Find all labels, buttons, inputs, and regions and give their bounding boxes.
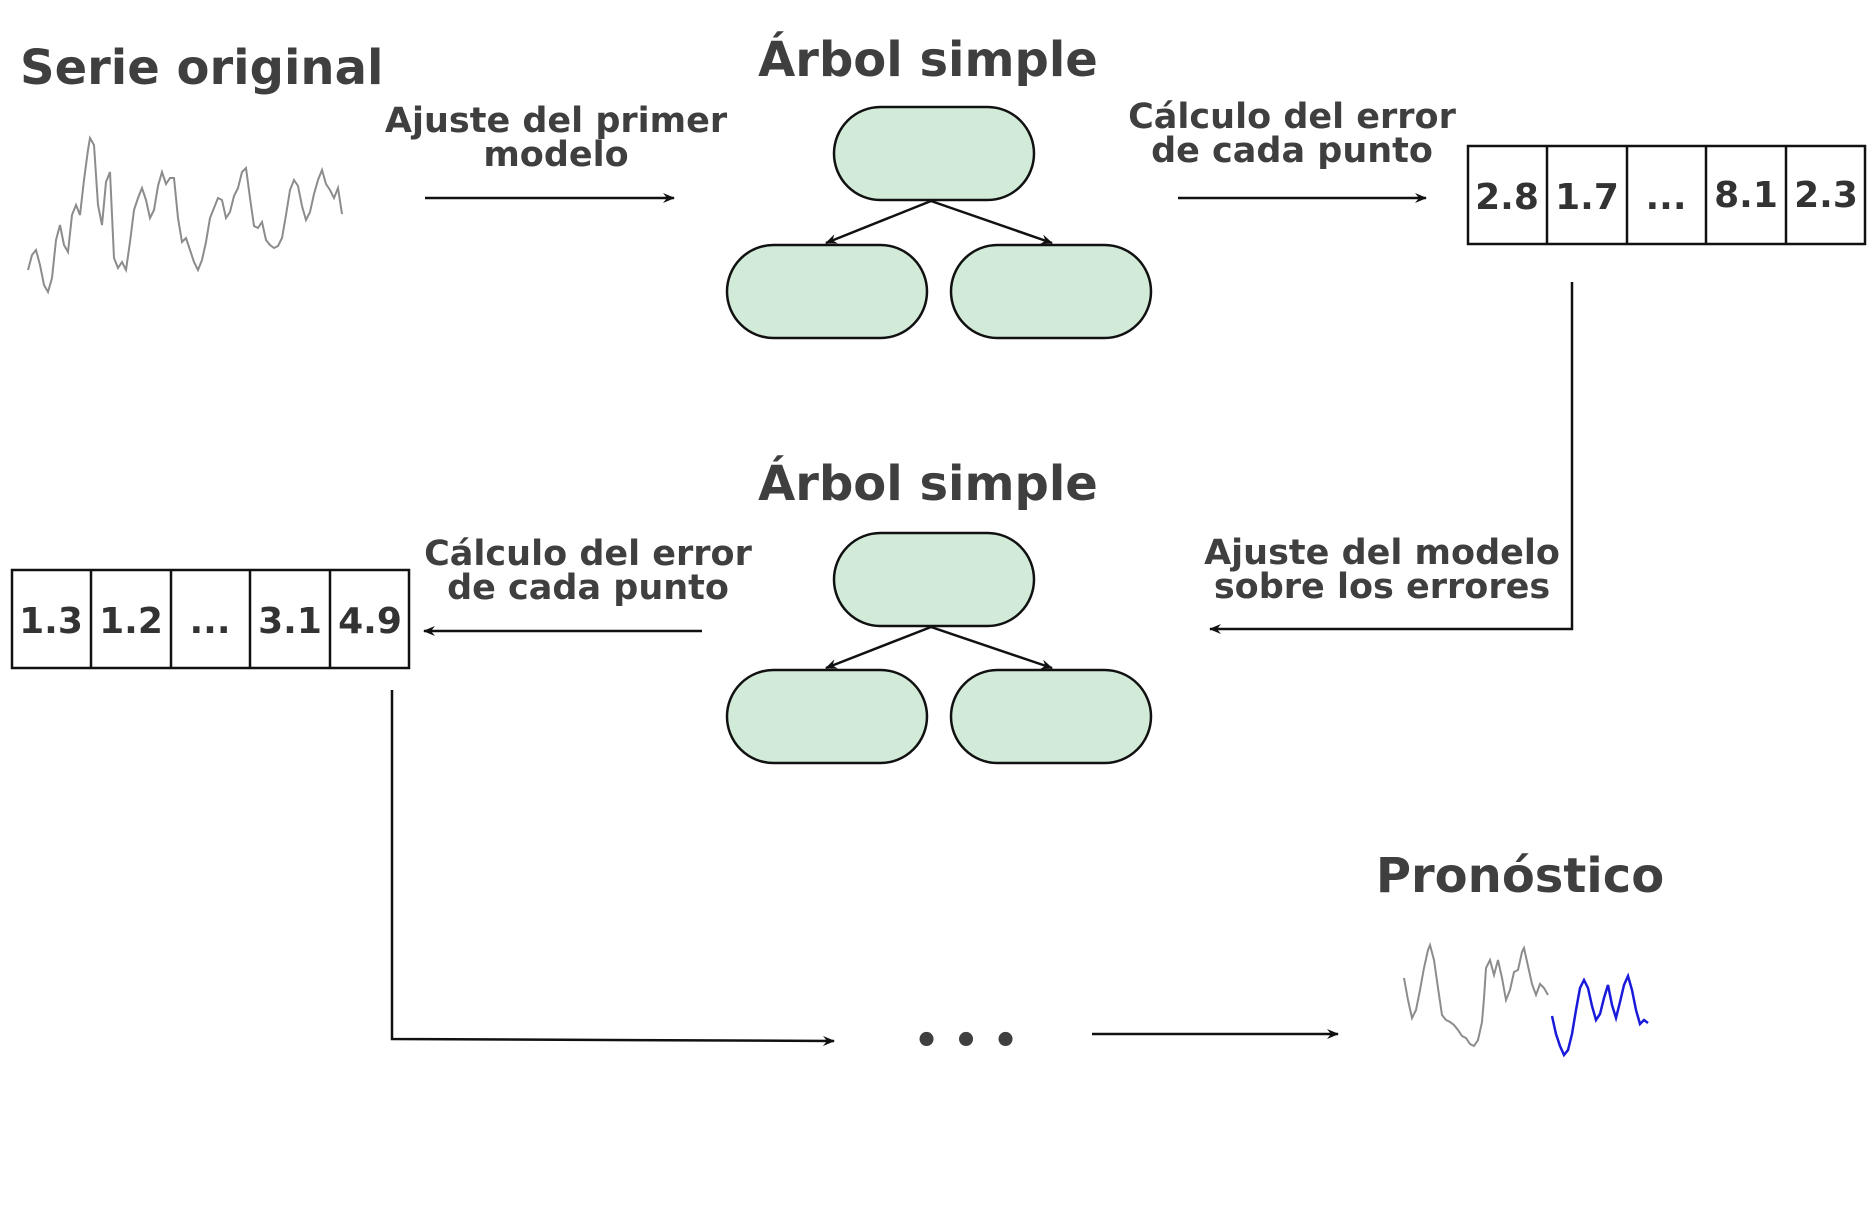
error-table-1-frame — [1466, 144, 1867, 246]
forecast-prediction-line — [1550, 972, 1649, 1058]
tree-2-left-node — [725, 668, 929, 765]
label-error-calc-1-line1: Cálculo del error — [1128, 97, 1456, 137]
label-error-calc-2-line2: de cada punto — [447, 568, 729, 608]
label-error-calc-1-line2: de cada punto — [1151, 131, 1433, 171]
error-table-1-cell: 2.8 — [1475, 177, 1539, 218]
tree-2-left-edge — [825, 625, 932, 670]
tree-1-root-node — [832, 105, 1036, 202]
label-fit-first-model-line2: modelo — [483, 135, 628, 175]
label-fit-first-model-line1: Ajuste del primer — [385, 101, 728, 141]
error-table-2-cell: 3.1 — [258, 601, 322, 642]
error-table-2: 1.3 1.2 ... 3.1 4.9 — [10, 568, 411, 670]
forecast-history-line — [1403, 941, 1549, 1048]
arrow-to-continuation — [390, 690, 835, 1046]
label-error-calc-2-line1: Cálculo del error — [424, 534, 752, 574]
tree-1-right-edge — [930, 199, 1053, 245]
tree-1-right-node — [949, 243, 1153, 340]
continuation-dots: • • • — [914, 1018, 1019, 1064]
error-table-1-cell: ... — [1645, 177, 1686, 218]
tree-1-left-edge — [825, 199, 932, 245]
error-table-1-cell: 8.1 — [1714, 175, 1778, 216]
error-table-2-cell: 1.2 — [99, 601, 163, 642]
tree-2-root-node — [832, 531, 1036, 628]
title-forecast: Pronóstico — [1376, 848, 1664, 904]
title-original-series: Serie original — [20, 40, 383, 96]
error-table-1-cell: 1.7 — [1555, 177, 1619, 218]
label-fit-on-errors-line1: Ajuste del modelo — [1204, 533, 1560, 573]
title-tree-1: Árbol simple — [758, 31, 1098, 88]
tree-2-right-node — [949, 668, 1153, 765]
arrow-fit-on-errors — [1209, 282, 1574, 634]
error-table-1-cell: 2.3 — [1794, 175, 1858, 216]
error-table-1: 2.8 1.7 ... 8.1 2.3 — [1466, 144, 1867, 246]
error-table-2-cell: ... — [189, 601, 230, 642]
tree-2-right-edge — [930, 625, 1053, 670]
error-table-2-frame — [10, 568, 411, 670]
title-tree-2: Árbol simple — [758, 455, 1098, 512]
label-fit-on-errors-line2: sobre los errores — [1214, 567, 1550, 607]
error-table-2-cell: 1.3 — [19, 601, 83, 642]
tree-1-left-node — [725, 243, 929, 340]
error-table-2-cell: 4.9 — [338, 601, 402, 642]
original-series-line — [27, 135, 343, 295]
